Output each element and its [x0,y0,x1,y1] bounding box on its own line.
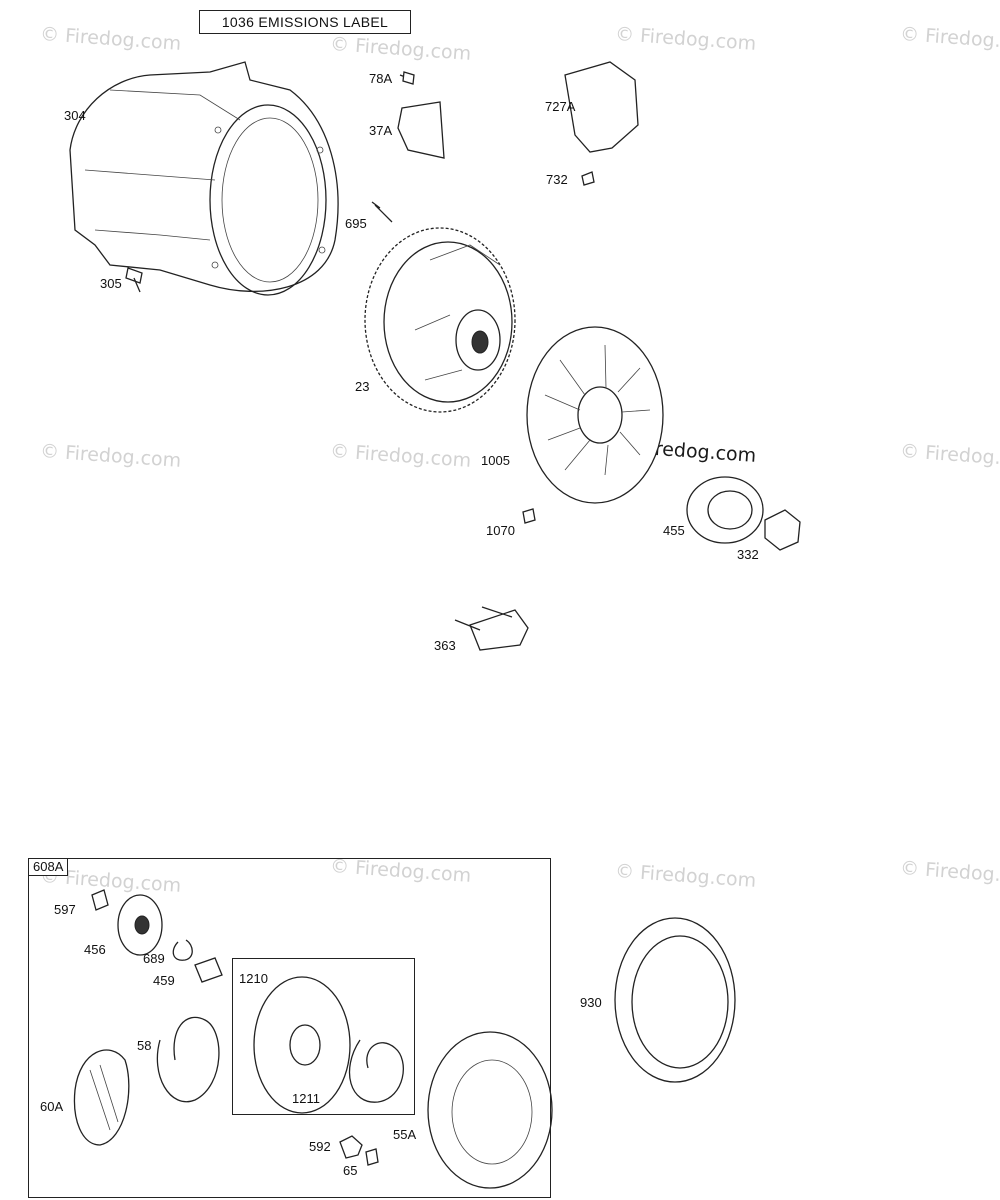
dog-459-drawing [194,957,223,983]
shield-727A-drawing [564,61,639,153]
spring-1211-drawing [348,1039,404,1103]
part-label-597: 597 [54,902,76,917]
part-label-930: 930 [580,995,602,1010]
pulley-subgroup [232,958,415,1115]
part-label-363: 363 [434,638,456,653]
part-label-1070: 1070 [486,523,515,538]
part-label-1210: 1210 [239,971,268,986]
fan-1005-drawing [526,326,664,504]
blower-housing-drawing [69,61,339,296]
shield-37A-drawing [397,101,445,159]
nut-332-drawing [764,509,801,551]
bracket-363-drawing [454,606,529,651]
part-label-23: 23 [355,379,370,394]
group-tag: 608A [29,859,69,876]
housing-60A-drawing [73,1049,130,1146]
part-label-592: 592 [309,1139,331,1154]
screw-78A-drawing [399,71,415,85]
part-label-689: 689 [143,951,165,966]
part-label-65: 65 [343,1163,358,1178]
part-label-37A: 37A [369,123,393,138]
screw-732-drawing [581,171,595,186]
stud-695-drawing [371,201,393,223]
part-label-332: 332 [737,547,759,562]
pulley-1210-drawing [253,976,351,1114]
part-label-456: 456 [84,942,106,957]
part-label-78A: 78A [369,71,393,86]
spring-58-drawing [156,1016,220,1103]
part-label-58: 58 [137,1038,152,1053]
emissions-label-title: 1036 EMISSIONS LABEL [199,10,411,34]
ring-930-drawing [614,917,736,1083]
ring-689-drawing [172,939,193,961]
part-label-1211: 1211 [292,1091,320,1106]
part-label-60A: 60A [40,1099,64,1114]
part-label-1005: 1005 [481,453,510,468]
part-label-55A: 55A [393,1127,417,1142]
plate-456-drawing [117,894,163,956]
cup-455-drawing [686,476,764,544]
part-label-455: 455 [663,523,685,538]
cover-55A-drawing [427,1031,553,1189]
screw-597-drawing [91,889,109,911]
screw-1070-drawing [522,508,536,524]
bolt-305-drawing [125,267,143,293]
screw-65-drawing [365,1148,379,1166]
nut-592-drawing [339,1135,363,1159]
part-label-304: 304 [64,108,86,123]
flywheel-drawing [364,227,516,413]
part-label-305: 305 [100,276,122,291]
recoil-starter-group: 608A [28,858,551,1198]
part-label-727A: 727A [545,99,576,114]
part-label-459: 459 [153,973,175,988]
part-label-695: 695 [345,216,367,231]
part-label-732: 732 [546,172,568,187]
